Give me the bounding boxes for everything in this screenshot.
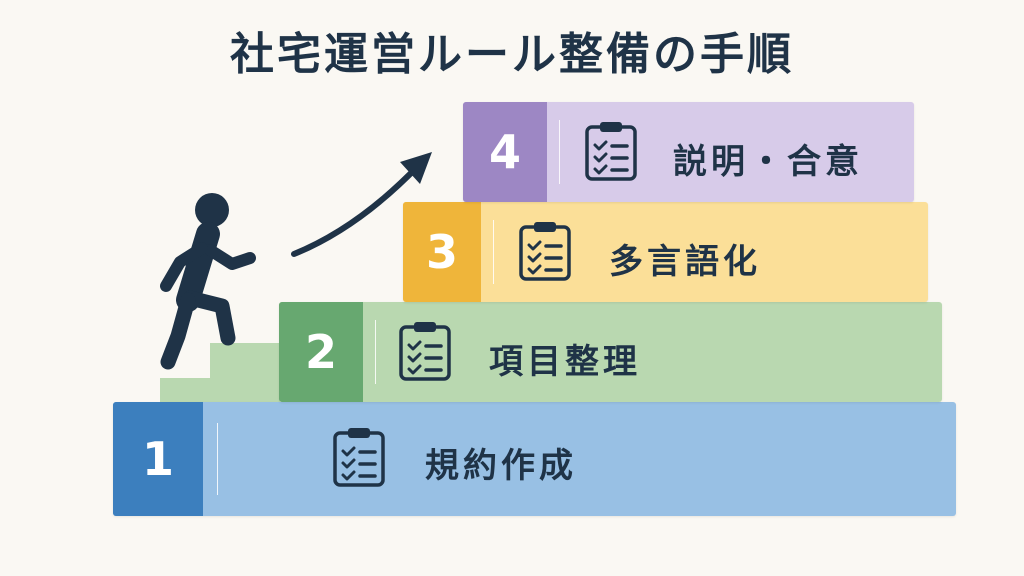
step-4-number: 4: [463, 102, 547, 202]
step-2-number: 2: [279, 302, 363, 402]
clipboard-checklist-icon: [333, 428, 385, 487]
step-1-body: 規約作成: [203, 402, 956, 516]
step-4-label: 説明・合意: [673, 142, 863, 182]
page-title: 社宅運営ルール整備の手順: [230, 29, 794, 80]
step-1-divider: [217, 422, 218, 496]
clipboard-checklist-icon: [585, 122, 637, 181]
step-2-body: 項目整理: [363, 302, 942, 402]
step-2: 2 項目整理: [279, 302, 942, 402]
clipboard-checklist-icon: [399, 322, 451, 381]
stair-upper: [210, 343, 280, 379]
step-1: 1 規約作成: [113, 402, 956, 516]
step-2-label: 項目整理: [489, 342, 641, 382]
clipboard-checklist-icon: [519, 222, 571, 281]
step-3-body: 多言語化: [481, 202, 928, 302]
climbing-person-icon: [160, 193, 256, 370]
step-2-divider: [375, 320, 376, 384]
step-3: 3 多言語化: [403, 202, 928, 302]
step-4-body: 説明・合意: [547, 102, 914, 202]
step-4-divider: [559, 120, 560, 184]
step-1-label: 規約作成: [425, 446, 577, 486]
step-3-divider: [493, 220, 494, 284]
step-3-label: 多言語化: [609, 242, 761, 282]
step-4: 4 説明・合意: [463, 102, 914, 202]
step-3-number: 3: [403, 202, 481, 302]
stair-lower: [160, 378, 280, 402]
upward-arrow-icon: [291, 152, 432, 257]
step-1-number: 1: [113, 402, 203, 516]
